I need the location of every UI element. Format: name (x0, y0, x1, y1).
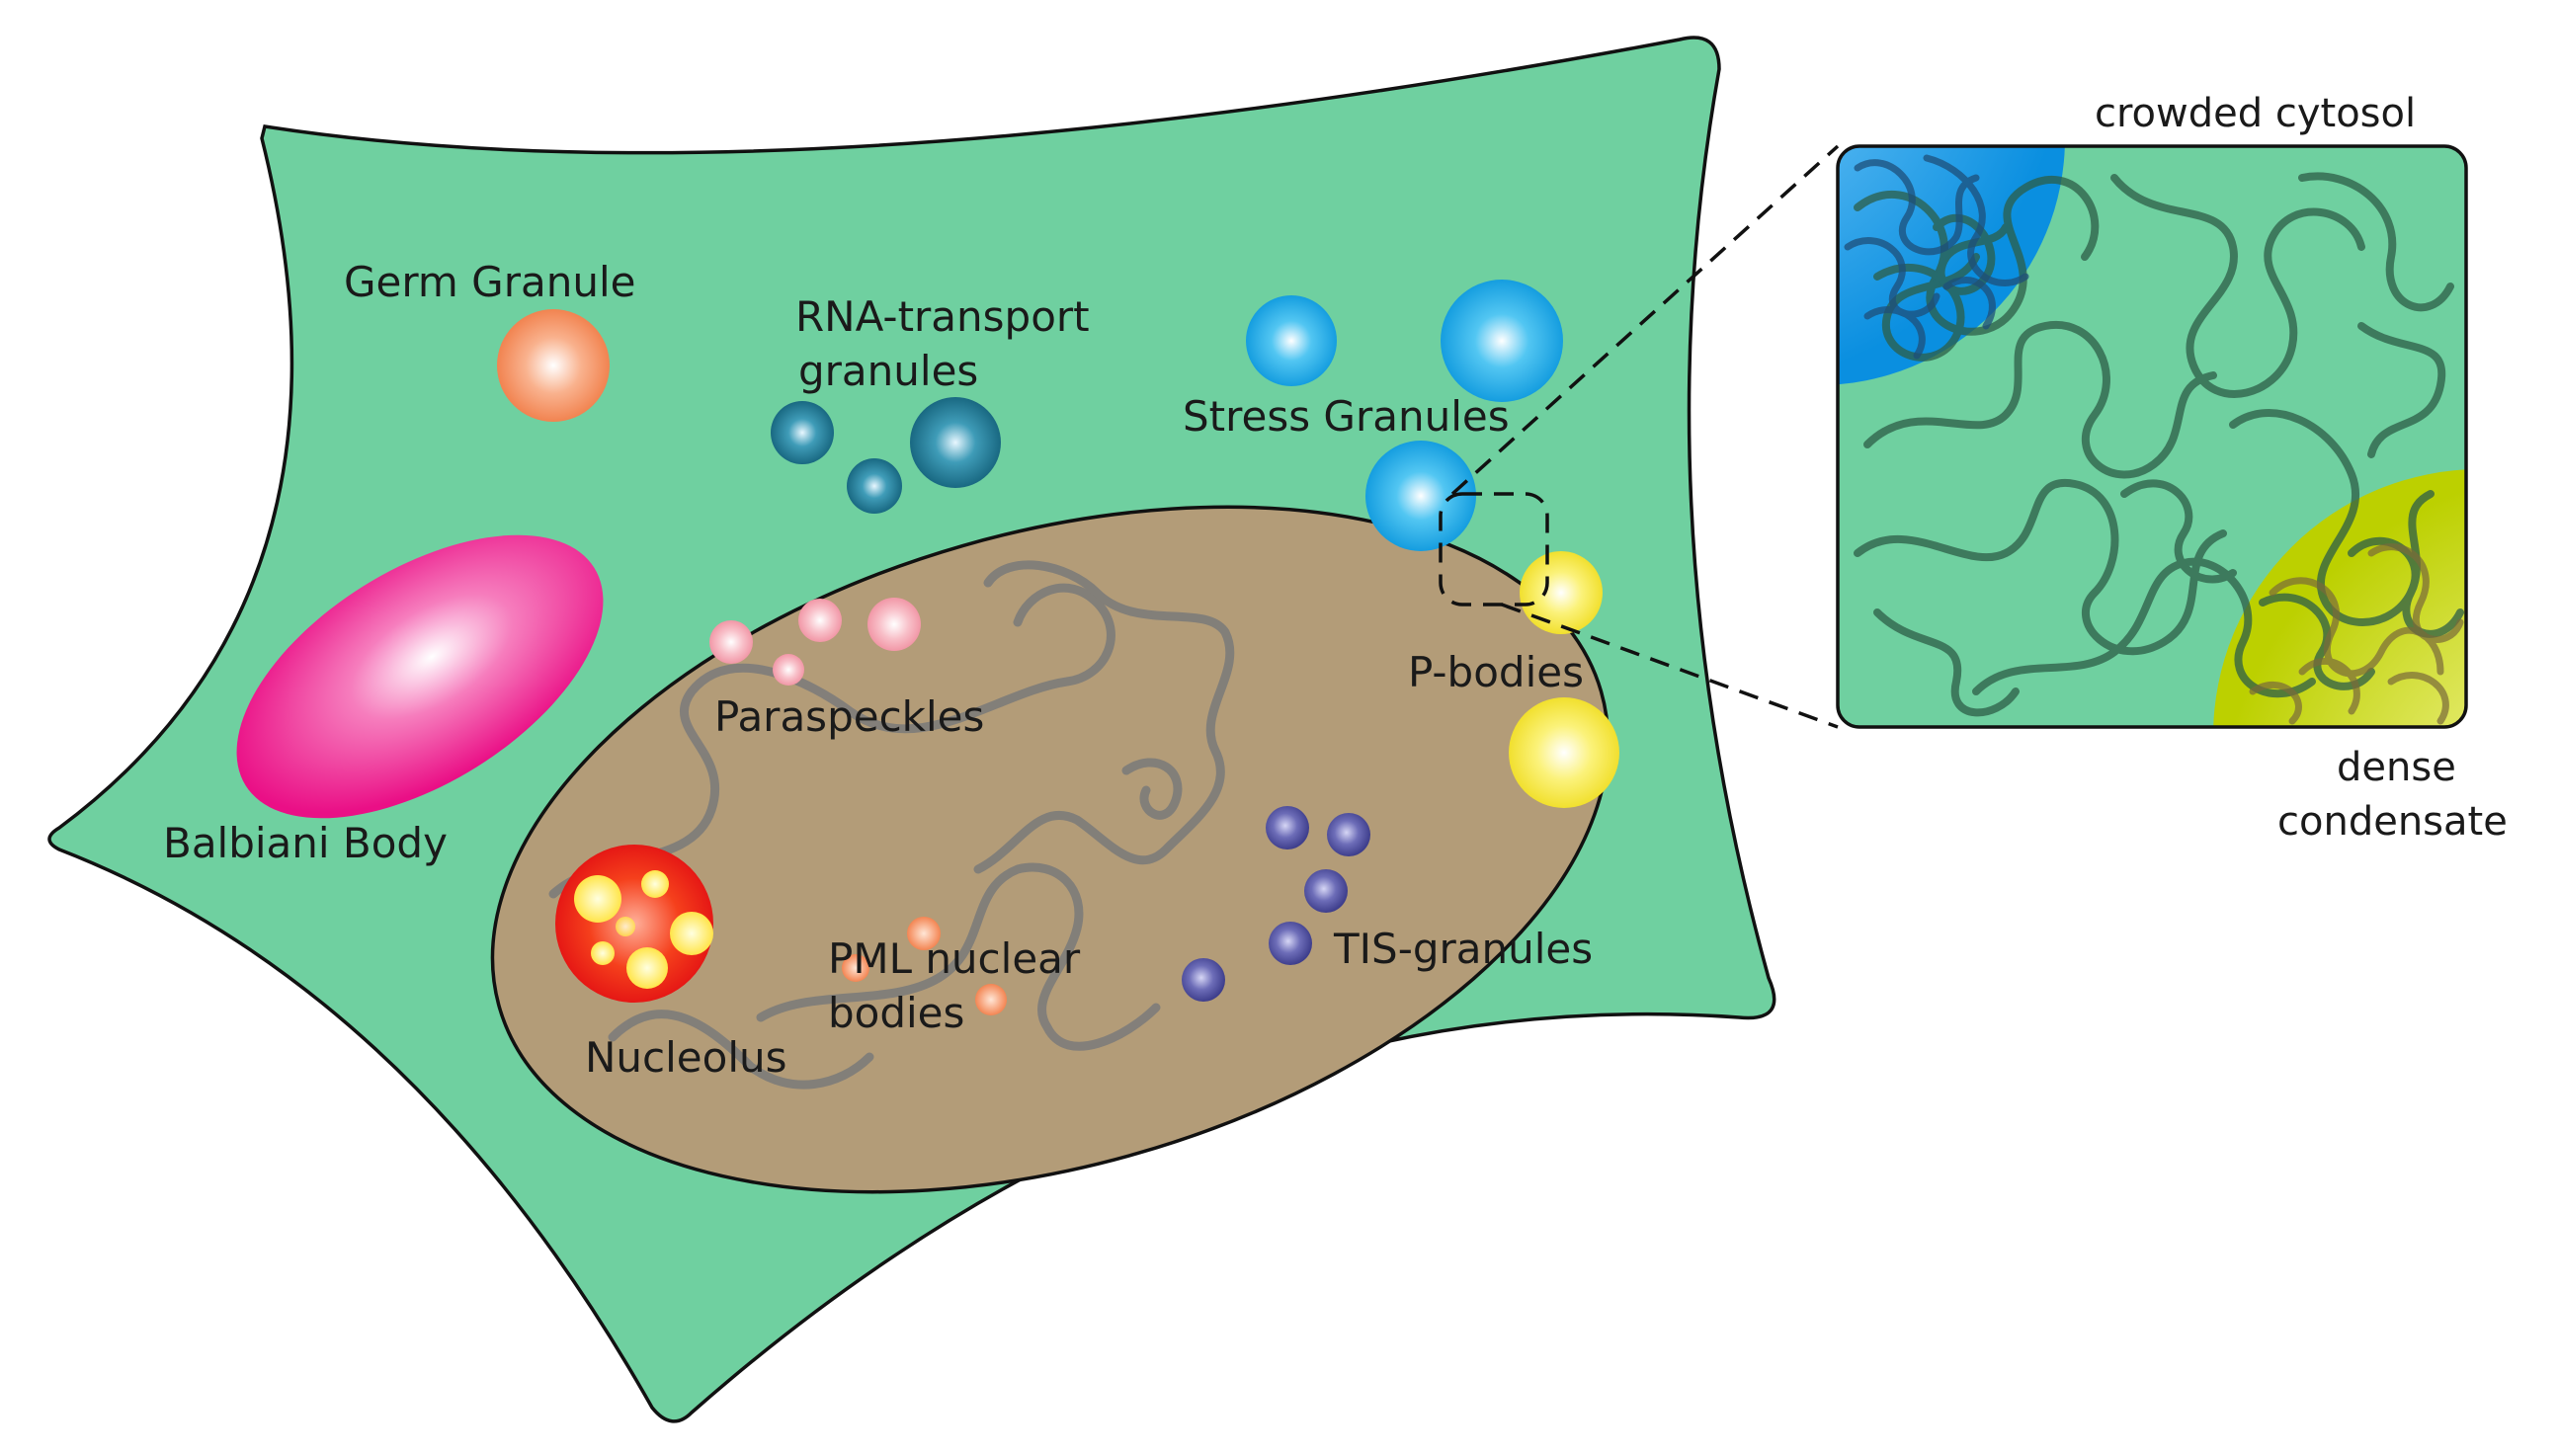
label-germ-granule: Germ Granule (344, 258, 635, 306)
label-tis-granules: TIS-granules (1333, 925, 1593, 973)
nucleolus (555, 845, 713, 1003)
label-pml-line2: bodies (828, 989, 964, 1037)
nucleus (490, 505, 1610, 1194)
label-paraspeckles: Paraspeckles (714, 692, 984, 741)
label-rna-transport-line1: RNA-transport (795, 292, 1090, 341)
label-dense-line2: condensate (2277, 799, 2508, 845)
label-p-bodies: P-bodies (1408, 648, 1584, 696)
crowded-cytosol-inset (1836, 144, 2468, 729)
label-pml-line1: PML nuclear (828, 934, 1081, 983)
chromatin (548, 560, 1235, 1090)
label-crowded-cytosol: crowded cytosol (2095, 91, 2416, 136)
balbiani-body (236, 534, 604, 819)
germ-granule (497, 309, 610, 422)
polymer-chains (1854, 172, 2464, 717)
paraspeckles (709, 598, 921, 686)
stress-granules (1246, 280, 1563, 551)
zoom-connector-top (1450, 144, 1840, 496)
pml-nuclear-bodies (842, 917, 1007, 1015)
inset-yellow-condensate (2213, 469, 2466, 727)
label-dense-line1: dense (2337, 745, 2456, 790)
tis-granules (1182, 806, 1370, 1002)
zoom-connector-bottom (1501, 603, 1839, 729)
p-bodies (1509, 551, 1619, 808)
label-stress-granules: Stress Granules (1183, 392, 1510, 441)
dense-polymer-blue (1844, 154, 2029, 360)
label-rna-transport-line2: granules (798, 347, 978, 395)
dense-polymer-yellow (2249, 543, 2464, 725)
label-nucleolus: Nucleolus (585, 1033, 787, 1082)
rna-transport-granules (771, 397, 1001, 514)
zoom-region-box (1439, 492, 1549, 607)
label-balbiani-body: Balbiani Body (163, 819, 448, 867)
